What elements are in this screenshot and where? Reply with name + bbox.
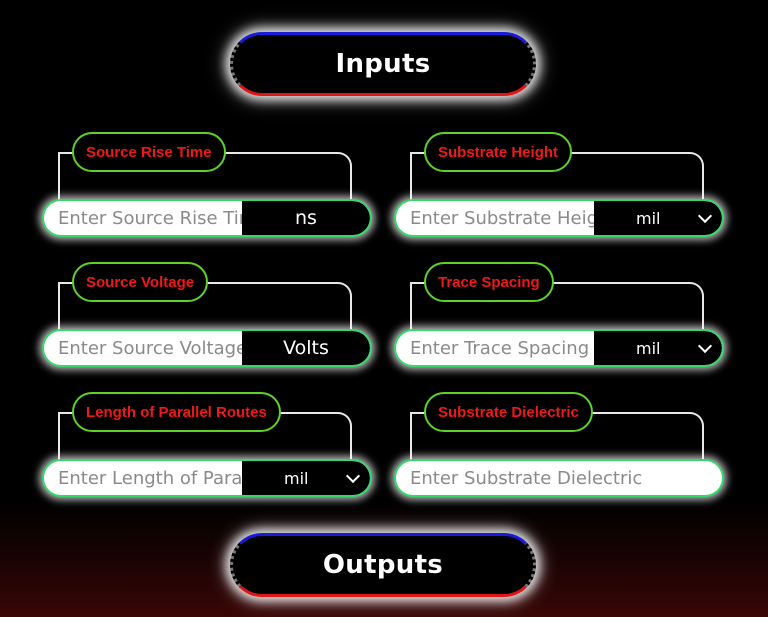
chevron-down-icon [697, 208, 713, 224]
source-rise-time-control: ns [42, 199, 372, 237]
source-voltage-control: Volts [42, 329, 372, 367]
source-rise-time-field: Source Rise Time ns [42, 132, 372, 242]
source-voltage-label: Source Voltage [72, 262, 209, 302]
parallel-length-unit-value: mil [284, 468, 309, 488]
source-voltage-field: Source Voltage Volts [42, 262, 372, 372]
substrate-dielectric-control [394, 459, 724, 497]
substrate-height-control: mil [394, 199, 724, 237]
substrate-dielectric-input[interactable] [396, 461, 720, 495]
source-voltage-input[interactable] [44, 331, 258, 365]
trace-spacing-control: mil [394, 329, 724, 367]
substrate-height-field: Substrate Height mil [394, 132, 724, 242]
outputs-title: Outputs [322, 550, 444, 580]
trace-spacing-label: Trace Spacing [424, 262, 554, 302]
substrate-dielectric-field: Substrate Dielectric [394, 392, 724, 502]
substrate-dielectric-label: Substrate Dielectric [424, 392, 593, 432]
substrate-height-input[interactable] [396, 201, 610, 235]
trace-spacing-unit-value: mil [636, 338, 661, 358]
parallel-length-control: mil [42, 459, 372, 497]
trace-spacing-unit-select[interactable]: mil [594, 331, 722, 365]
source-rise-time-unit: ns [242, 201, 370, 235]
source-rise-time-input[interactable] [44, 201, 258, 235]
field-bracket [410, 282, 704, 330]
parallel-length-unit-select[interactable]: mil [242, 461, 370, 495]
source-voltage-unit: Volts [242, 331, 370, 365]
substrate-height-unit-select[interactable]: mil [594, 201, 722, 235]
trace-spacing-input[interactable] [396, 331, 610, 365]
source-rise-time-label: Source Rise Time [72, 132, 226, 172]
parallel-length-field: Length of Parallel Routes mil [42, 392, 372, 502]
inputs-section-header: Inputs [230, 32, 536, 96]
outputs-section-header: Outputs [230, 533, 536, 597]
chevron-down-icon [345, 468, 361, 484]
chevron-down-icon [697, 338, 713, 354]
parallel-length-input[interactable] [44, 461, 258, 495]
trace-spacing-field: Trace Spacing mil [394, 262, 724, 372]
substrate-height-unit-value: mil [636, 208, 661, 228]
inputs-title: Inputs [335, 49, 431, 79]
substrate-height-label: Substrate Height [424, 132, 573, 172]
parallel-length-label: Length of Parallel Routes [72, 392, 281, 432]
